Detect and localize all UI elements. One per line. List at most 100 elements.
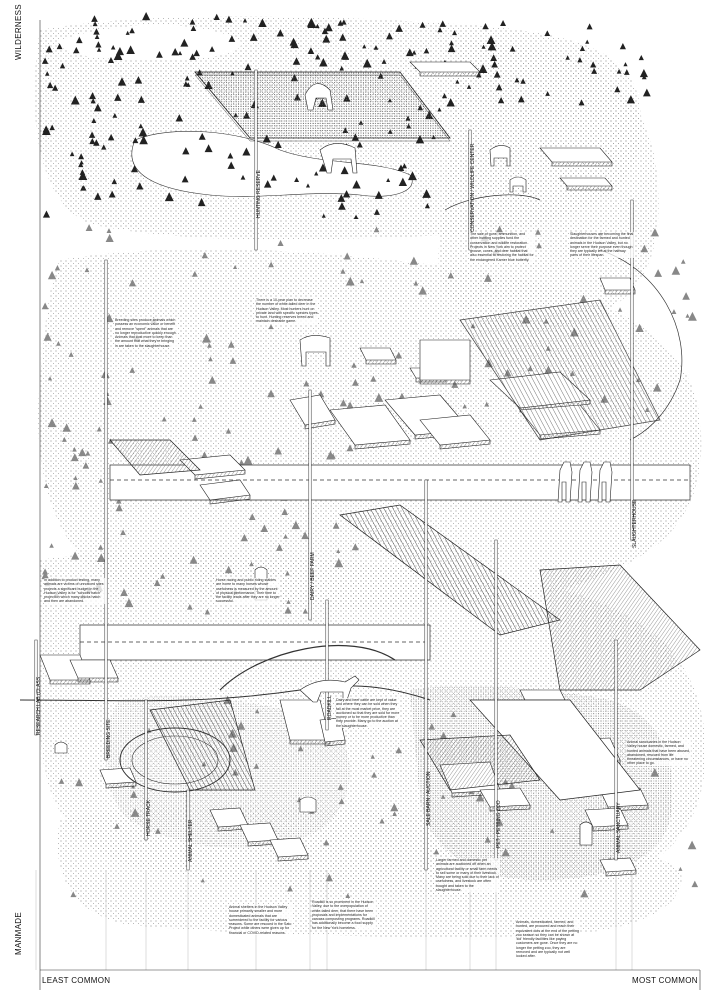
tree-icon (107, 56, 115, 64)
facility-label: SLAUGHTERHOUSE (632, 499, 638, 548)
leader-line (325, 599, 329, 731)
tree-icon (478, 64, 488, 73)
tree-icon (78, 448, 87, 457)
axis-label-least-common: LEAST COMMON (42, 976, 111, 985)
tree-icon (346, 401, 354, 410)
tree-icon (486, 35, 496, 45)
tree-icon (75, 778, 84, 787)
tree-icon (493, 70, 501, 78)
tree-icon (41, 302, 49, 310)
tree-icon (392, 811, 397, 817)
tree-icon (92, 21, 98, 27)
leader-line (144, 699, 148, 841)
tree-icon (249, 561, 254, 567)
barn-side (419, 380, 471, 385)
tree-icon (330, 453, 336, 459)
tree-icon (47, 376, 53, 381)
tree-icon (428, 723, 436, 730)
tree-icon (46, 81, 54, 89)
barn-building (519, 689, 566, 701)
tree-icon (142, 12, 151, 21)
tree-icon (180, 38, 189, 47)
tree-icon (183, 81, 189, 87)
tree-icon (475, 793, 485, 802)
tree-icon (88, 131, 96, 138)
tree-icon (227, 152, 234, 159)
tree-icon (108, 190, 116, 198)
facility-label: ANIMAL SANCTUARY (616, 802, 622, 853)
tree-icon (233, 264, 238, 270)
tree-icon (324, 23, 333, 32)
tree-icon (90, 98, 96, 104)
tree-icon (390, 803, 399, 812)
tree-icon (314, 171, 319, 176)
tree-icon (544, 30, 551, 37)
tree-icon (373, 44, 379, 50)
tree-icon (447, 44, 456, 53)
tree-icon (462, 403, 467, 409)
tree-icon (413, 280, 419, 286)
facility-label: ROADKILL (327, 695, 333, 720)
tree-icon (120, 529, 126, 536)
tree-icon (342, 53, 350, 60)
tree-icon (137, 95, 145, 103)
tree-icon (110, 45, 116, 50)
tree-icon (422, 189, 431, 198)
tree-icon (240, 533, 248, 542)
tree-icon (227, 340, 235, 348)
tree-icon (175, 114, 183, 122)
tree-icon (181, 175, 189, 183)
tree-icon (58, 778, 65, 784)
tree-icon (91, 15, 98, 22)
tree-icon (267, 389, 275, 398)
tree-icon (319, 58, 328, 67)
barn-building (99, 767, 137, 785)
tree-icon (255, 708, 260, 714)
tree-icon (114, 823, 120, 829)
leader-line (254, 69, 258, 251)
tree-icon (56, 341, 61, 346)
tree-icon (635, 323, 644, 332)
tree-icon (374, 190, 383, 199)
tree-icon (204, 609, 211, 615)
tree-icon (452, 30, 458, 36)
annotation-note: Slaughterhouses are becoming the final d… (570, 232, 634, 258)
tree-icon (423, 47, 430, 54)
tree-icon (131, 165, 139, 173)
tree-icon (49, 543, 54, 548)
annotation-note: Dairy and beef cattle are kept of value … (336, 698, 400, 729)
tree-icon (95, 41, 102, 48)
tree-icon (484, 401, 490, 407)
tree-icon (517, 95, 525, 103)
annotation-note: Roadkill is so prominent in the Hudson V… (312, 900, 376, 931)
tree-icon (177, 50, 183, 56)
leader-line (34, 639, 38, 736)
roads (19, 194, 691, 702)
tree-icon (332, 521, 340, 529)
tree-icon (126, 45, 135, 54)
tree-icon (283, 533, 288, 539)
tree-icon (156, 50, 163, 58)
tree-icon (398, 177, 408, 186)
tree-icon (56, 43, 63, 50)
tree-icon (96, 47, 102, 52)
tree-icon (650, 228, 660, 237)
tree-icon (153, 579, 161, 587)
tree-icon (381, 58, 387, 64)
tree-icon (68, 351, 74, 357)
tree-icon (43, 483, 49, 488)
tree-icon (198, 404, 204, 409)
tree-icon (424, 203, 430, 209)
tree-icon (85, 450, 91, 456)
tree-icon (106, 228, 112, 234)
tree-icon (437, 107, 442, 112)
tree-icon (81, 185, 87, 191)
tree-icon (323, 839, 330, 846)
tree-icon (253, 763, 260, 769)
tree-icon (370, 375, 377, 382)
barn-side (77, 678, 119, 683)
tree-icon (94, 34, 100, 39)
feedlot-complex (109, 299, 701, 801)
tree-icon (370, 754, 375, 759)
tree-icon (650, 768, 660, 777)
